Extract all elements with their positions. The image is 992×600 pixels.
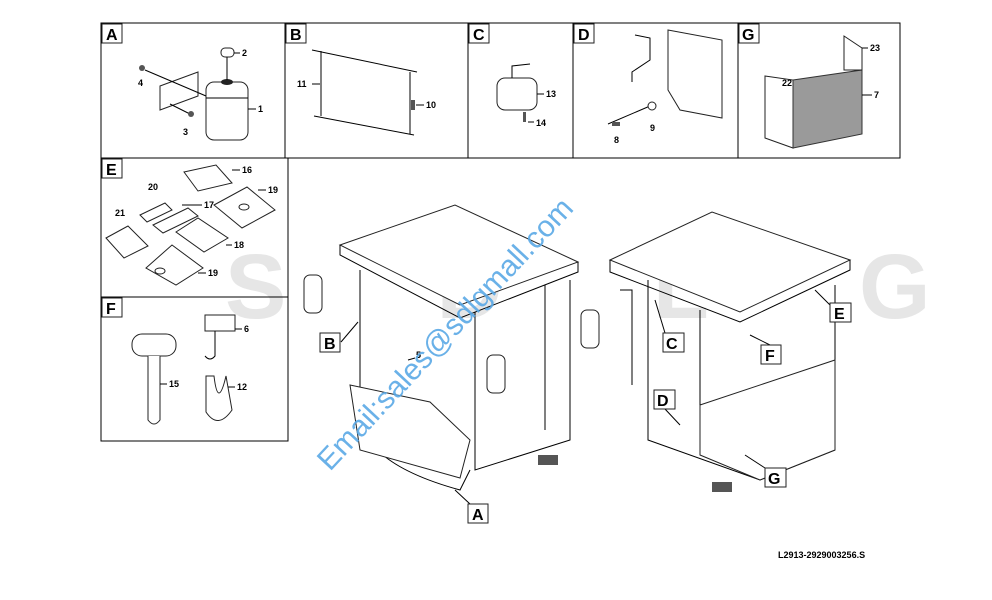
panel-b-sunshade: 11 10: [297, 49, 436, 136]
svg-text:8: 8: [614, 135, 619, 145]
callout-f: F: [749, 334, 782, 365]
panel-d-bracket: 8 9: [607, 29, 723, 145]
panel-g-label: G: [738, 23, 760, 44]
svg-text:G: G: [742, 27, 754, 44]
callout-d: D: [653, 389, 681, 426]
svg-text:4: 4: [138, 78, 143, 88]
svg-text:6: 6: [244, 324, 249, 334]
panel-a-washer-tank: 2 1 4 3: [138, 47, 263, 141]
callout-a: A: [454, 489, 489, 524]
svg-text:19: 19: [268, 185, 278, 195]
panel-f-label: F: [101, 297, 123, 318]
callout-b: B: [319, 321, 359, 353]
svg-text:21: 21: [115, 208, 125, 218]
svg-text:14: 14: [536, 118, 546, 128]
svg-text:22: 22: [782, 78, 792, 88]
svg-text:13: 13: [546, 89, 556, 99]
svg-text:A: A: [472, 507, 484, 524]
svg-text:E: E: [834, 306, 845, 323]
svg-text:D: D: [578, 27, 590, 44]
svg-text:C: C: [666, 336, 678, 353]
svg-text:12: 12: [237, 382, 247, 392]
svg-text:9: 9: [650, 123, 655, 133]
svg-text:16: 16: [242, 165, 252, 175]
svg-text:G: G: [768, 471, 780, 488]
panel-d-label: D: [573, 23, 595, 44]
svg-text:23: 23: [870, 43, 880, 53]
drawing-number: L2913-2929003256.S: [778, 550, 865, 560]
svg-text:F: F: [765, 348, 775, 365]
cab-front-view: 5: [303, 204, 580, 491]
svg-text:11: 11: [297, 79, 307, 89]
svg-text:17: 17: [204, 200, 214, 210]
panel-e-label: E: [101, 158, 123, 179]
callout-g: G: [744, 454, 787, 488]
svg-text:20: 20: [148, 182, 158, 192]
panel-a-label: A: [101, 23, 123, 44]
panel-e-decals: 16 20 17 19 21 18 19: [105, 164, 278, 286]
svg-text:B: B: [324, 336, 336, 353]
svg-text:7: 7: [874, 90, 879, 100]
panel-g-cover: 22 23 7: [764, 35, 880, 149]
svg-text:18: 18: [234, 240, 244, 250]
callout-e: E: [814, 289, 852, 323]
panel-c-mirror: 13 14: [496, 63, 556, 128]
panel-f-tools: 6 12 15: [131, 314, 249, 425]
panel-b-label: B: [285, 23, 307, 44]
panel-frames: [100, 22, 901, 442]
svg-text:10: 10: [426, 100, 436, 110]
svg-text:1: 1: [258, 104, 263, 114]
callout-c: C: [654, 299, 685, 353]
svg-text:3: 3: [183, 127, 188, 137]
svg-text:5: 5: [416, 350, 421, 360]
svg-text:19: 19: [208, 268, 218, 278]
svg-text:D: D: [657, 393, 669, 410]
svg-text:A: A: [106, 27, 118, 44]
svg-text:B: B: [290, 27, 302, 44]
panel-c-label: C: [468, 23, 490, 44]
cab-rear-view: [580, 211, 852, 492]
svg-text:F: F: [106, 301, 116, 318]
svg-text:15: 15: [169, 379, 179, 389]
svg-text:2: 2: [242, 48, 247, 58]
svg-text:E: E: [106, 162, 117, 179]
svg-text:C: C: [473, 27, 485, 44]
